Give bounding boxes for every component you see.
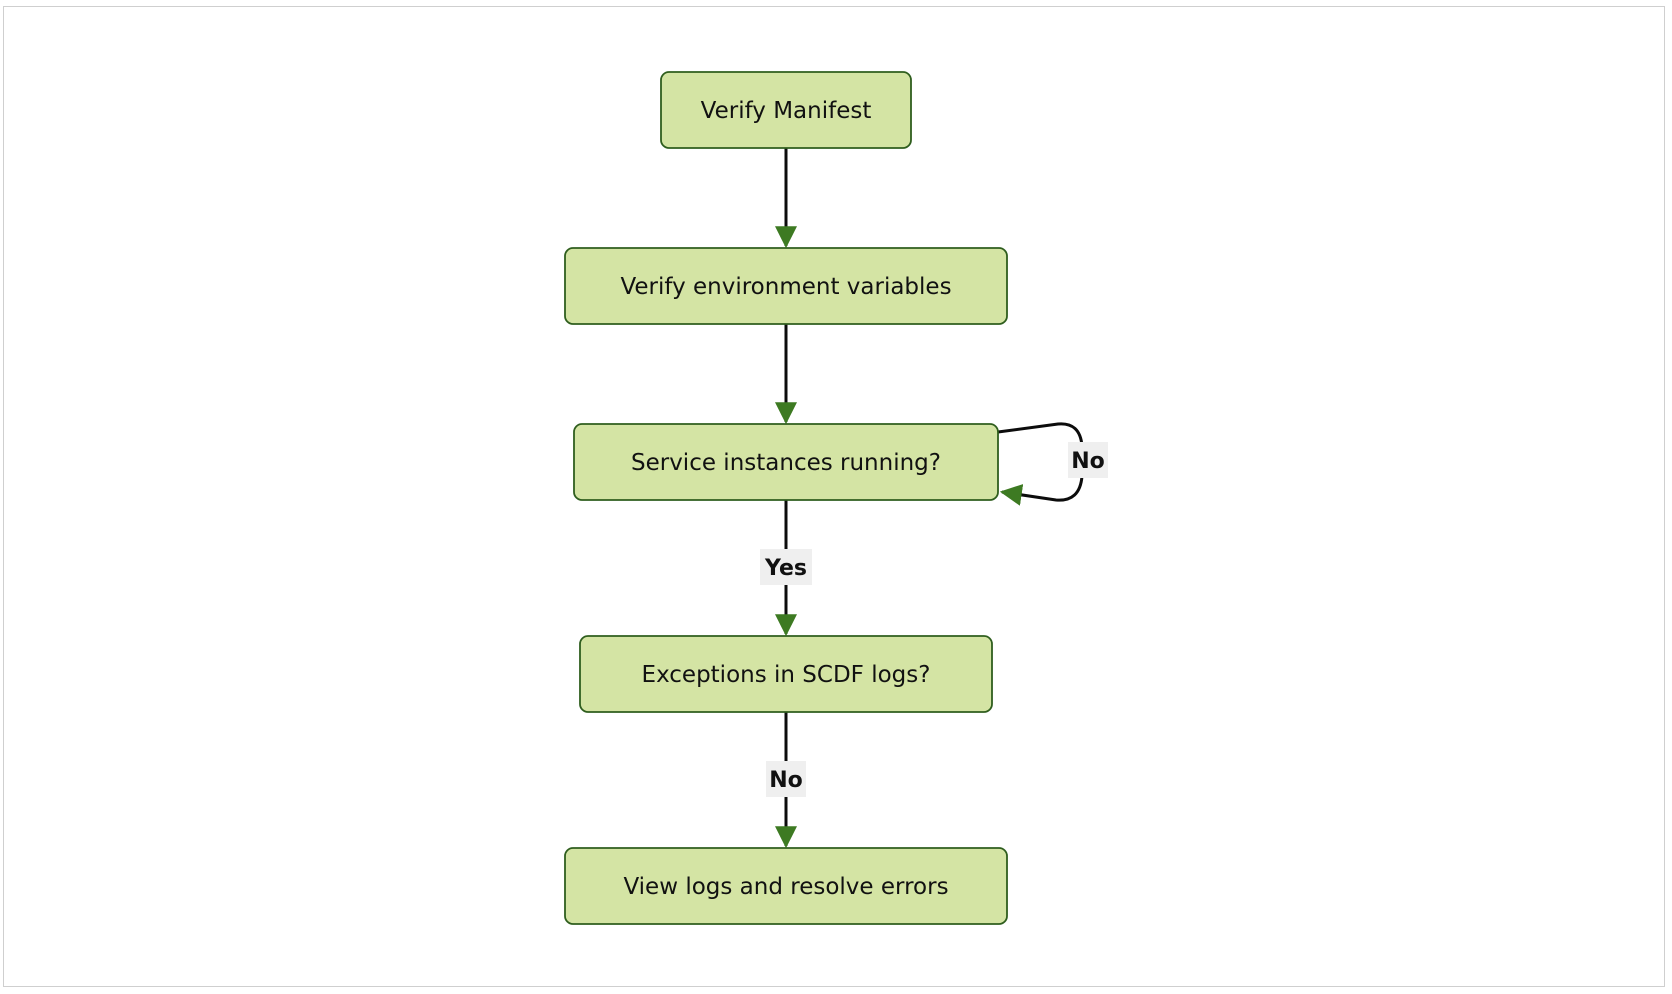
edge-label-no: No (1071, 449, 1105, 474)
edge-exceptions-to-view: No (766, 712, 806, 849)
node-view-logs-and-resolve-errors[interactable]: View logs and resolve errors (564, 847, 1008, 925)
node-label: Exceptions in SCDF logs? (642, 662, 931, 688)
node-box (564, 847, 1008, 925)
edge-service-self-loop: No (997, 422, 1108, 506)
node-exceptions-in-scdf-logs[interactable]: Exceptions in SCDF logs? (579, 635, 993, 713)
node-label: Service instances running? (631, 450, 941, 476)
edge-label-bg (760, 549, 812, 585)
node-box (573, 423, 999, 501)
node-verify-manifest[interactable]: Verify Manifest (660, 71, 912, 149)
node-label: Verify Manifest (701, 98, 872, 124)
edge-label-bg (766, 761, 806, 797)
node-label: View logs and resolve errors (623, 874, 948, 900)
node-box (660, 71, 912, 149)
node-box (579, 635, 993, 713)
node-service-instances-running[interactable]: Service instances running? (573, 423, 999, 501)
node-label: Verify environment variables (620, 274, 951, 300)
edge-service-to-exceptions: Yes (760, 500, 812, 637)
node-box (564, 247, 1008, 325)
edge-label-no: No (769, 768, 803, 793)
edge-label-yes: Yes (764, 556, 807, 581)
node-verify-environment-variables[interactable]: Verify environment variables (564, 247, 1008, 325)
edge-label-bg (1068, 442, 1108, 478)
